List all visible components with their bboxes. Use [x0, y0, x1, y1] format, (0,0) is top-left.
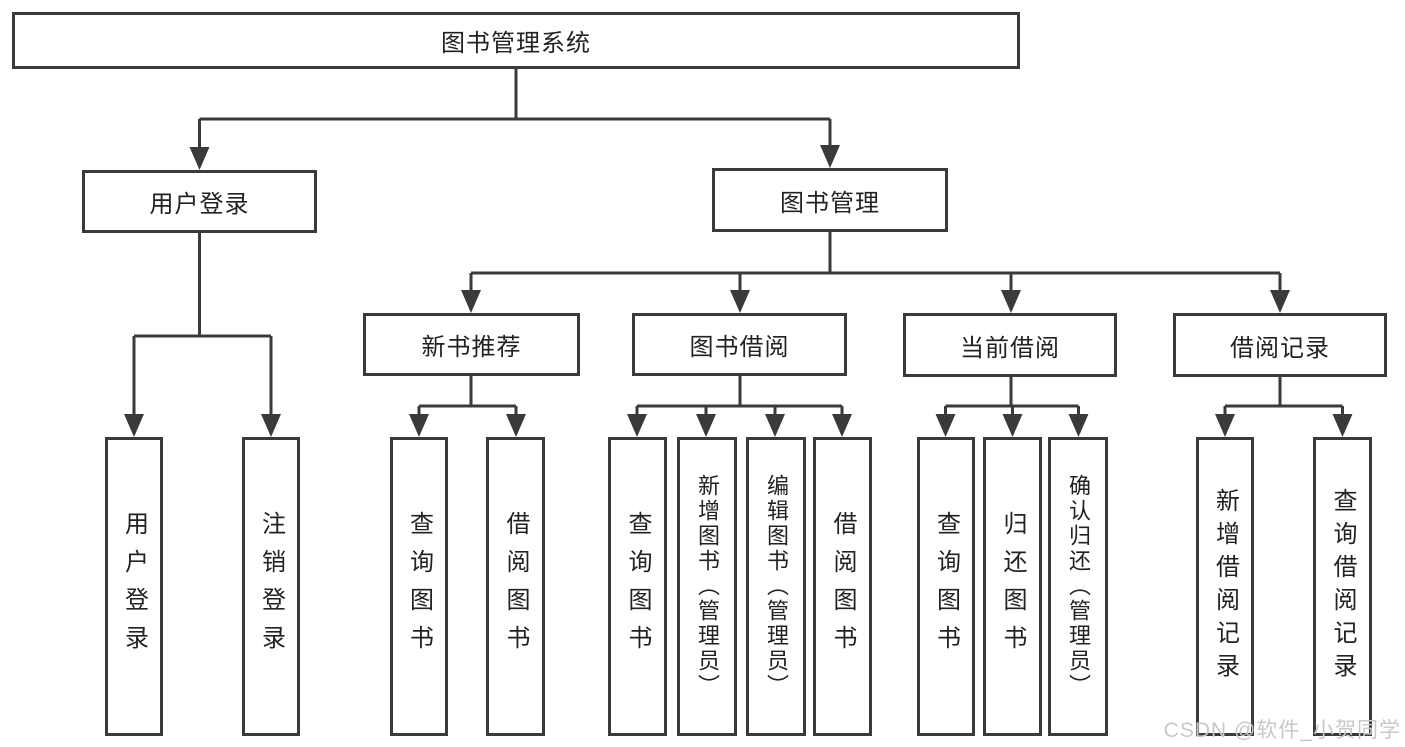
connector-new-book-recommend-to-children: [409, 376, 526, 437]
connector-book-management-to-sections: [461, 232, 1290, 313]
node-label: 图书管理: [780, 189, 880, 217]
node-label: 图书管理系统: [441, 30, 591, 57]
node-label: 查询图书: [932, 510, 960, 663]
arrow-down-icon: [1215, 414, 1235, 437]
leaf-query-books-3: 查询图书: [917, 437, 975, 736]
leaf-confirm-return-admin: 确认归还（管理员）: [1048, 437, 1108, 736]
arrow-down-icon: [506, 414, 526, 437]
arrow-down-icon: [935, 414, 956, 437]
leaf-edit-books-admin: 编辑图书（管理员）: [746, 437, 806, 736]
leaf-user-login: 用户登录: [105, 437, 163, 736]
node-user-login: 用户登录: [82, 170, 317, 233]
arrow-down-icon: [765, 414, 785, 437]
node-borrow-records: 借阅记录: [1173, 313, 1387, 377]
leaf-add-books-admin: 新增图书（管理员）: [677, 437, 737, 736]
node-label: 借阅图书: [829, 510, 856, 663]
arrow-down-icon: [730, 290, 750, 313]
node-current-borrow: 当前借阅: [903, 313, 1117, 377]
arrow-down-icon: [1001, 290, 1021, 313]
arrow-down-icon: [1270, 290, 1290, 313]
connector-borrow-records-to-children: [1215, 376, 1353, 437]
arrow-down-icon: [627, 414, 647, 437]
arrow-down-icon: [124, 414, 144, 437]
node-label: 注销登录: [257, 510, 285, 663]
node-label: 查询图书: [624, 510, 651, 663]
node-new-book-recommend: 新书推荐: [363, 313, 580, 376]
arrow-down-icon: [1002, 414, 1023, 437]
leaf-borrow-books-1: 借阅图书: [486, 437, 545, 736]
node-label: 借阅记录: [1230, 334, 1330, 362]
node-label: 新增借阅记录: [1211, 487, 1239, 686]
node-label: 查询借阅记录: [1329, 487, 1356, 686]
leaf-borrow-books-2: 借阅图书: [813, 437, 872, 736]
node-label: 当前借阅: [960, 334, 1060, 362]
leaf-add-borrow-record: 新增借阅记录: [1196, 437, 1254, 736]
leaf-query-books-2: 查询图书: [608, 437, 667, 736]
arrow-down-icon: [1068, 414, 1089, 437]
node-label: 借阅图书: [502, 510, 529, 663]
connector-user-login-to-children: [124, 233, 281, 437]
arrow-down-icon: [261, 414, 281, 437]
node-book-management: 图书管理: [712, 168, 948, 232]
node-book-borrow: 图书借阅: [632, 313, 847, 376]
node-label: 新书推荐: [421, 334, 522, 361]
arrow-down-icon: [696, 414, 716, 437]
node-library-management-system: 图书管理系统: [12, 12, 1020, 69]
arrow-down-icon: [1332, 414, 1353, 437]
leaf-logout: 注销登录: [242, 437, 300, 736]
arrow-down-icon: [461, 290, 481, 313]
node-label: 用户登录: [120, 510, 148, 663]
node-label: 确认归还（管理员）: [1066, 474, 1091, 699]
node-label: 用户登录: [149, 191, 250, 218]
connector-book-borrow-to-children: [627, 376, 852, 437]
leaf-query-books-1: 查询图书: [390, 437, 448, 736]
leaf-query-borrow-record: 查询借阅记录: [1313, 437, 1372, 736]
node-label: 新增图书（管理员）: [695, 474, 720, 699]
arrow-down-icon: [832, 414, 852, 437]
connector-root-to-level1: [189, 69, 840, 170]
node-label: 编辑图书（管理员）: [764, 474, 789, 699]
arrow-down-icon: [409, 414, 429, 437]
node-label: 归还图书: [999, 510, 1026, 663]
csdn-watermark: CSDN @软件_小贺同学: [1163, 719, 1401, 742]
connector-current-borrow-to-children: [935, 376, 1089, 437]
leaf-return-books: 归还图书: [983, 437, 1042, 736]
arrow-down-icon: [189, 147, 210, 170]
arrow-down-icon: [820, 145, 840, 168]
node-label: 查询图书: [405, 510, 433, 663]
node-label: 图书借阅: [689, 334, 790, 361]
